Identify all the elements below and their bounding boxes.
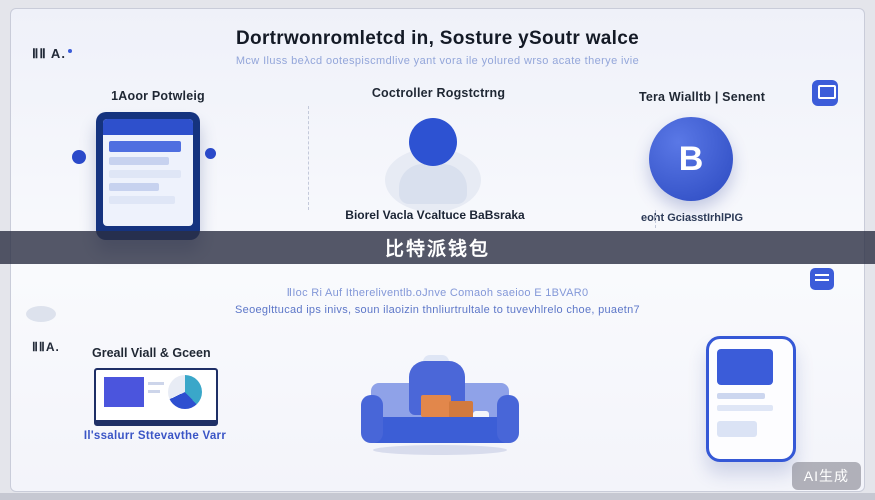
column-label-right: Tera Wialltb | Senent: [638, 90, 766, 104]
caption-middle: Biorel Vacla Vcaltuce BaBsraka: [345, 208, 525, 222]
card-icon-line: [815, 279, 829, 281]
dashed-divider: [655, 210, 656, 228]
blue-dot-right: [205, 148, 216, 159]
phone-screen-row: [109, 157, 169, 165]
caption-right: eoht GciasstIrhlPIG: [640, 212, 744, 224]
ai-watermark-badge: AI生成: [791, 462, 861, 490]
couch-illustration: [361, 355, 519, 455]
chart-line: [148, 382, 164, 385]
column-label-middle: Coctroller Rogstctrng: [371, 86, 506, 100]
bottom-left-logo: ⅡⅡA.: [32, 340, 60, 354]
banner-text: 比特派钱包: [384, 239, 490, 260]
logo-dot-icon: [67, 48, 72, 53]
orange-box: [421, 395, 451, 417]
column-label-left: 1Aoor Potwleig: [111, 89, 205, 103]
coin-letter: B: [678, 139, 704, 178]
couch-arm-left: [361, 395, 383, 443]
couch-shadow: [373, 445, 507, 455]
phone-right-row: [717, 393, 765, 399]
orange-box: [449, 401, 473, 419]
phone-illustration-left: [96, 112, 200, 240]
phone-screen-row: [109, 183, 159, 191]
person-body: [399, 164, 467, 204]
card-icon: [810, 268, 834, 290]
person-head: [409, 118, 457, 166]
wallet-icon: [812, 80, 838, 106]
overlay-banner: 比特派钱包: [0, 231, 875, 264]
phone-right-header: [717, 349, 773, 385]
bottom-frame-strip: [0, 493, 875, 500]
mid-text-line2: Seoeglttucad ips inivs, soun ilaoizin th…: [235, 304, 640, 316]
phone-screen-row: [109, 141, 181, 152]
top-left-logo: ⅡⅡ A.: [32, 46, 72, 62]
phone-illustration-right: [706, 336, 796, 462]
chart-card-illustration: [94, 368, 218, 426]
blue-dot-left: [72, 150, 86, 164]
phone-screen-row: [109, 170, 181, 178]
pie-chart-icon: [168, 375, 202, 409]
phone-screen: [103, 119, 193, 226]
wallet-icon-frame: [818, 85, 836, 99]
person-illustration: [385, 118, 481, 218]
couch-seat: [365, 417, 515, 443]
top-left-logo-text: ⅡⅡ A.: [32, 46, 66, 61]
bottom-left-caption: Il'ssalurr Sttevavthe Varr: [83, 430, 227, 442]
chart-blue-square: [104, 377, 144, 407]
coin-illustration: B: [649, 117, 733, 201]
chart-line: [148, 390, 160, 393]
ellipse-icon: [26, 306, 56, 322]
page-title: Dortrwonromletcd in, Sosture ySoutr walc…: [236, 28, 639, 49]
page-subtitle: Mcw Iluss beλcd ootespiscmdlive yant vor…: [235, 55, 640, 67]
phone-screen-row: [109, 196, 175, 204]
couch-arm-right: [497, 395, 519, 443]
phone-right-panel: [717, 421, 757, 437]
dashed-divider: [308, 106, 309, 210]
bottom-left-label: Greall Viall & Gceen: [92, 346, 211, 360]
mid-text-line1: ⅡIoc Ri Auf Ithereliventlb.oJnve Comaoh …: [286, 287, 589, 299]
phone-screen-header: [103, 119, 193, 135]
phone-right-row: [717, 405, 773, 411]
card-icon-line: [815, 274, 829, 276]
